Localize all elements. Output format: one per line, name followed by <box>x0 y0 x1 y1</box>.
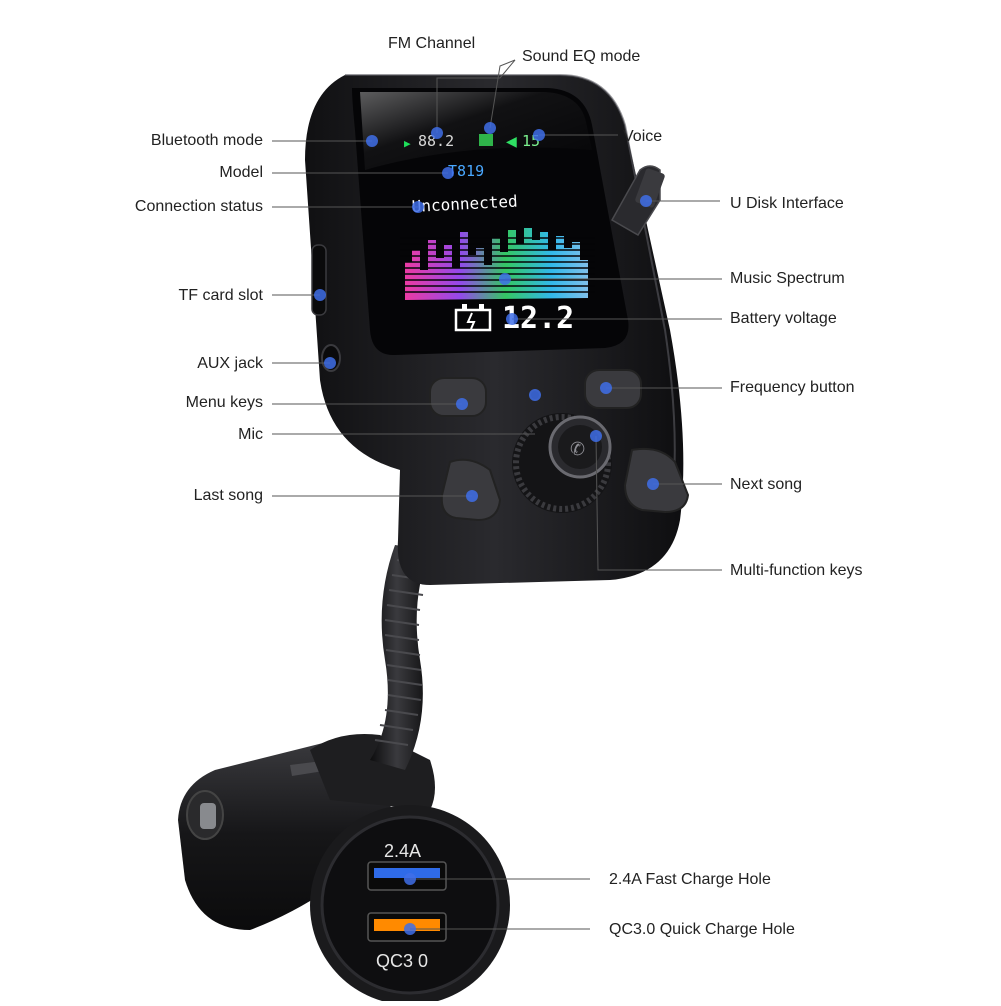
marker-model <box>442 167 454 179</box>
marker-multi-function <box>590 430 602 442</box>
marker-connection <box>412 201 424 213</box>
label-battery-voltage: Battery voltage <box>730 310 837 327</box>
marker-voice <box>533 129 545 141</box>
speaker-icon: ◀ <box>506 134 517 150</box>
label-connection-status: Connection status <box>134 198 263 215</box>
plug-contact <box>200 803 216 829</box>
label-bluetooth-mode: Bluetooth mode <box>150 132 263 149</box>
label-aux-jack: AUX jack <box>197 355 263 372</box>
car-plug <box>178 734 510 1005</box>
marker-tf-card <box>314 289 326 301</box>
label-menu-keys: Menu keys <box>185 394 263 411</box>
usb-top-label: 2.4A <box>384 841 421 861</box>
tf-card-slot <box>311 244 327 316</box>
label-voice: Voice <box>623 128 663 145</box>
label-u-disk-interface: U Disk Interface <box>730 195 844 212</box>
bt-indicator-icon: ▶ <box>404 137 411 150</box>
marker-aux <box>324 357 336 369</box>
marker-bluetooth <box>366 135 378 147</box>
eq-icon <box>479 134 493 146</box>
label-sound-eq-mode: Sound EQ mode <box>522 48 641 65</box>
label-mic: Mic <box>238 426 263 443</box>
label-qc-charge-hole: QC3.0 Quick Charge Hole <box>609 921 795 938</box>
label-frequency-button: Frequency button <box>730 379 855 396</box>
phone-icon: ✆ <box>570 439 585 460</box>
marker-menu <box>456 398 468 410</box>
marker-last-song <box>466 490 478 502</box>
marker-qc-charge <box>404 923 416 935</box>
label-next-song: Next song <box>730 476 803 493</box>
battery-icon <box>454 304 492 332</box>
usb-bottom-label: QC3 0 <box>376 951 428 971</box>
menu-key[interactable] <box>429 377 487 417</box>
label-fm-channel: FM Channel <box>388 35 476 52</box>
marker-battery <box>506 313 518 325</box>
label-model: Model <box>219 164 263 181</box>
marker-next-song <box>647 478 659 490</box>
label-last-song: Last song <box>193 487 263 504</box>
marker-mic <box>529 389 541 401</box>
fm-frequency-readout: 88.2 <box>418 132 454 150</box>
marker-fast-charge <box>404 873 416 885</box>
label-tf-card-slot: TF card slot <box>178 287 263 304</box>
marker-u-disk <box>640 195 652 207</box>
label-multi-function-keys: Multi-function keys <box>730 562 863 579</box>
label-fast-charge-hole: 2.4A Fast Charge Hole <box>609 871 771 888</box>
frequency-key[interactable] <box>584 369 642 409</box>
marker-sound-eq <box>484 122 496 134</box>
callout-markers <box>314 122 659 935</box>
last-song-key[interactable] <box>440 458 502 522</box>
marker-spectrum <box>499 273 511 285</box>
marker-fm-channel <box>431 127 443 139</box>
label-music-spectrum: Music Spectrum <box>730 270 845 287</box>
leader-lines <box>272 59 722 930</box>
music-spectrum-bars <box>400 228 595 300</box>
marker-frequency <box>600 382 612 394</box>
model-readout: T819 <box>448 162 484 180</box>
